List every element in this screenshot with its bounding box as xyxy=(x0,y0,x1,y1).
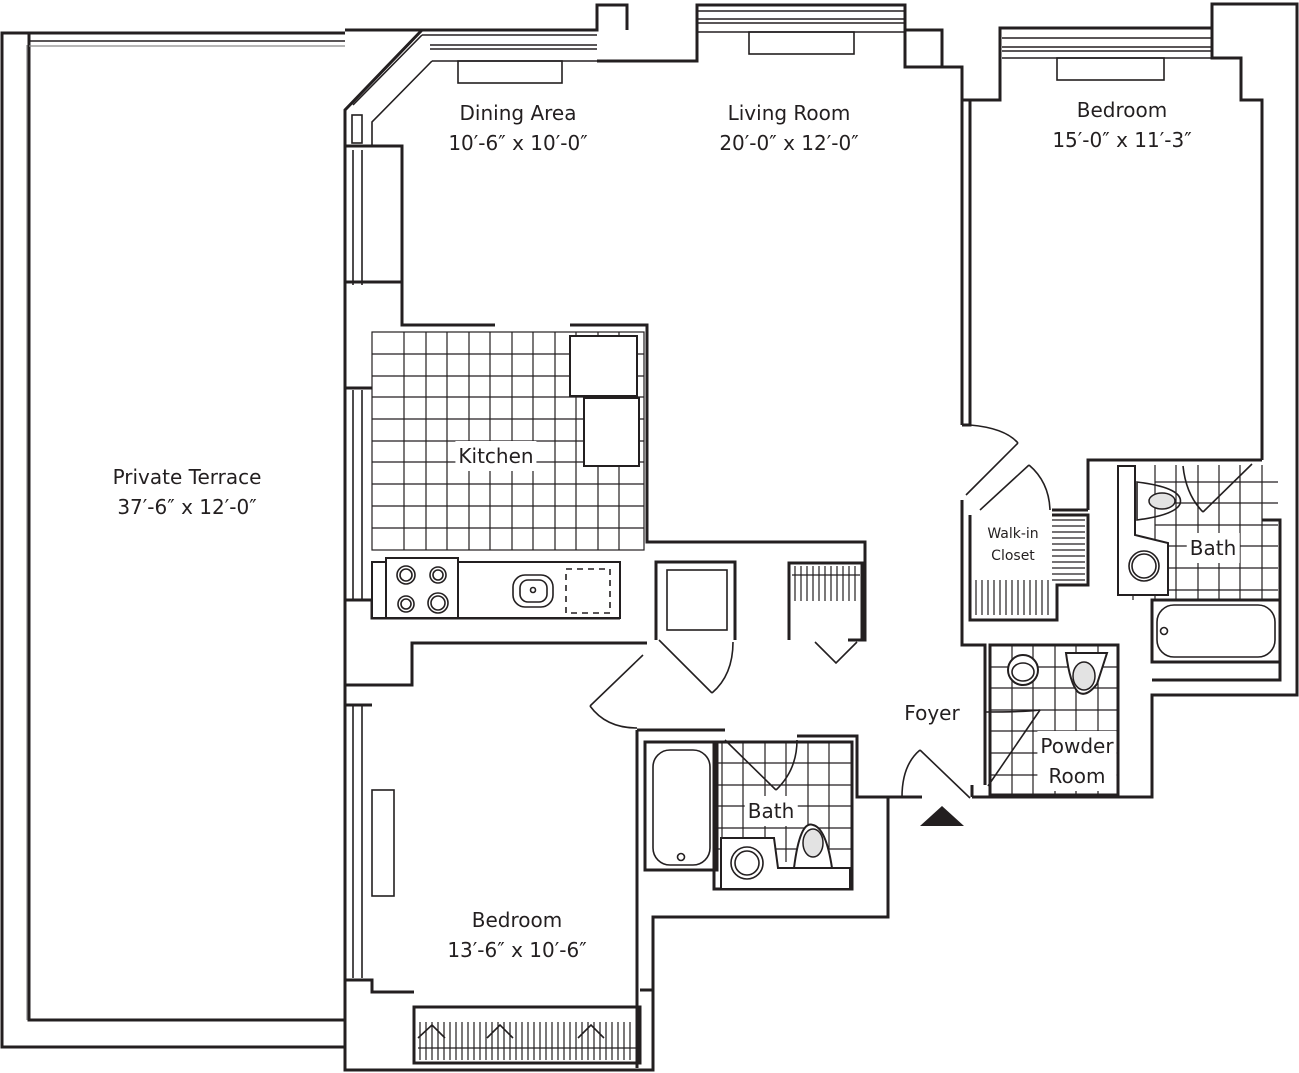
room-label-powder-room: Powder Room xyxy=(1037,731,1117,791)
walk-in-closet-shelving xyxy=(968,513,1090,622)
windows xyxy=(351,10,1212,978)
doors xyxy=(417,424,1253,1039)
interior-walls xyxy=(345,100,1262,1068)
room-label-private-terrace: Private Terrace 37′-6″ x 12′-0″ xyxy=(112,465,262,519)
room-label-living-room: Living Room 20′-0″ x 12′-0″ xyxy=(719,101,859,155)
hall-bath-fixtures xyxy=(643,740,854,891)
room-label-kitchen: Kitchen xyxy=(455,441,537,471)
entry-arrow-icon xyxy=(920,806,964,826)
room-label-dining-area: Dining Area 10′-6″ x 10′-0″ xyxy=(448,101,588,155)
powder-room-fixtures xyxy=(988,643,1120,797)
terrace-outline xyxy=(0,31,345,1049)
room-label-hall-bath: Bath xyxy=(744,796,798,826)
room-label-master-bedroom: Bedroom 15′-0″ x 11′-3″ xyxy=(1052,98,1192,152)
hall-closets xyxy=(654,560,864,665)
bedroom-closet-shelving xyxy=(412,1005,642,1065)
room-label-master-bath: Bath xyxy=(1186,533,1240,563)
room-label-walk-in-closet: Walk-in Closet xyxy=(987,526,1039,564)
room-label-second-bedroom: Bedroom 13′-6″ x 10′-6″ xyxy=(447,908,587,962)
room-label-foyer: Foyer xyxy=(904,701,960,725)
kitchen-fixtures xyxy=(371,335,640,619)
master-bath-fixtures xyxy=(1117,465,1282,664)
